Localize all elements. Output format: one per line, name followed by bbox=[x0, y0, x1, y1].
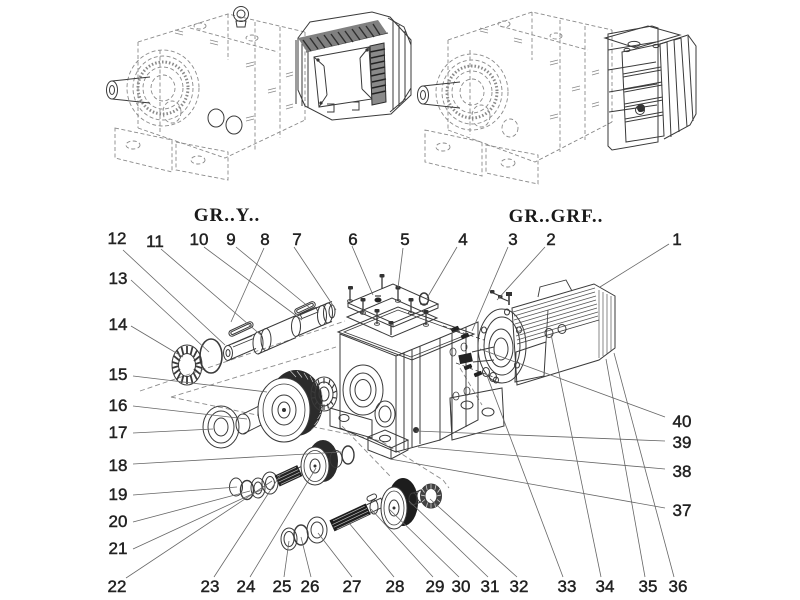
svg-text:2: 2 bbox=[546, 230, 555, 249]
svg-text:27: 27 bbox=[343, 577, 362, 596]
svg-text:23: 23 bbox=[201, 577, 220, 596]
svg-text:25: 25 bbox=[273, 577, 292, 596]
svg-text:GR..GRF..: GR..GRF.. bbox=[509, 206, 604, 227]
svg-text:35: 35 bbox=[639, 577, 658, 596]
svg-text:4: 4 bbox=[458, 230, 467, 249]
svg-text:11: 11 bbox=[146, 232, 164, 251]
svg-text:22: 22 bbox=[108, 577, 127, 596]
svg-text:21: 21 bbox=[109, 539, 128, 558]
svg-text:28: 28 bbox=[386, 577, 405, 596]
svg-text:16: 16 bbox=[109, 396, 128, 415]
svg-text:15: 15 bbox=[109, 365, 128, 384]
svg-text:38: 38 bbox=[673, 462, 692, 481]
svg-text:13: 13 bbox=[109, 269, 128, 288]
svg-text:19: 19 bbox=[109, 485, 128, 504]
svg-text:1: 1 bbox=[672, 230, 681, 249]
svg-text:33: 33 bbox=[558, 577, 577, 596]
svg-text:30: 30 bbox=[452, 577, 471, 596]
svg-text:24: 24 bbox=[237, 577, 256, 596]
svg-text:8: 8 bbox=[260, 230, 269, 249]
svg-text:34: 34 bbox=[596, 577, 615, 596]
svg-text:6: 6 bbox=[348, 230, 357, 249]
svg-text:7: 7 bbox=[292, 230, 301, 249]
svg-text:39: 39 bbox=[673, 433, 692, 452]
svg-text:32: 32 bbox=[510, 577, 529, 596]
svg-text:20: 20 bbox=[109, 512, 128, 531]
svg-text:10: 10 bbox=[190, 230, 209, 249]
svg-text:9: 9 bbox=[226, 230, 235, 249]
svg-text:37: 37 bbox=[673, 501, 692, 520]
svg-text:18: 18 bbox=[109, 456, 128, 475]
svg-text:26: 26 bbox=[301, 577, 320, 596]
svg-text:36: 36 bbox=[669, 577, 688, 596]
svg-text:29: 29 bbox=[426, 577, 445, 596]
svg-text:3: 3 bbox=[508, 230, 517, 249]
svg-text:12: 12 bbox=[108, 229, 127, 248]
svg-text:17: 17 bbox=[109, 423, 128, 442]
svg-text:31: 31 bbox=[481, 577, 500, 596]
svg-text:GR..Y..: GR..Y.. bbox=[194, 205, 260, 226]
svg-text:14: 14 bbox=[109, 315, 128, 334]
svg-text:5: 5 bbox=[400, 230, 409, 249]
svg-text:40: 40 bbox=[673, 412, 692, 431]
